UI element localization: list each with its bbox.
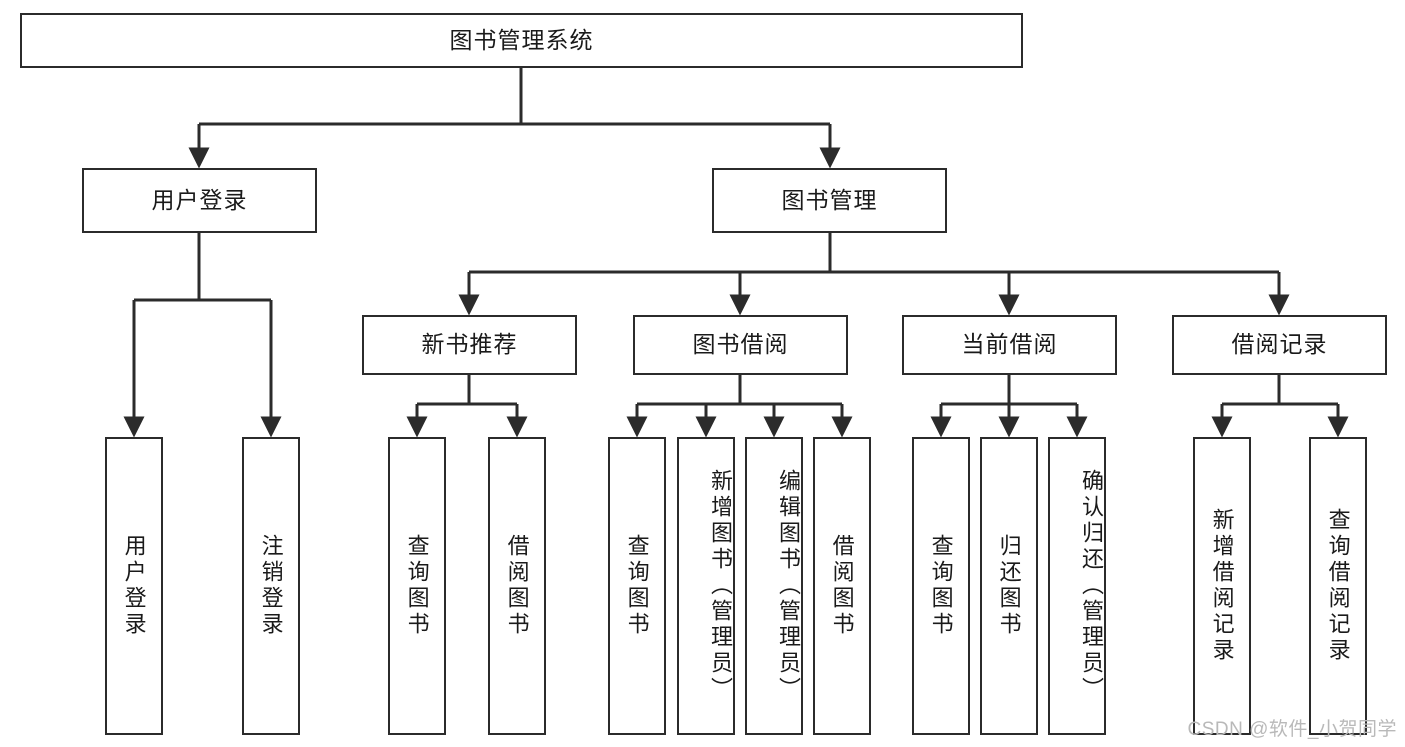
node-leaf-borrow-book-recommend[interactable]: 借阅图书 <box>488 437 546 735</box>
node-root-system[interactable]: 图书管理系统 <box>20 13 1023 68</box>
node-label: 图书管理系统 <box>449 26 594 53</box>
node-label: 查询图书 <box>928 534 954 638</box>
node-user-login[interactable]: 用户登录 <box>82 168 317 233</box>
node-label: 图书管理 <box>781 186 878 213</box>
node-label: 借阅图书 <box>504 534 530 638</box>
node-leaf-confirm-return[interactable]: 确认归还（管理员） <box>1048 437 1106 735</box>
node-leaf-user-logout[interactable]: 注销登录 <box>242 437 300 735</box>
node-current-borrow[interactable]: 当前借阅 <box>902 315 1117 375</box>
node-label: 借阅记录 <box>1231 331 1328 358</box>
node-leaf-add-borrow-record[interactable]: 新增借阅记录 <box>1193 437 1251 735</box>
node-label: 借阅图书 <box>829 534 855 638</box>
node-label: 当前借阅 <box>961 331 1058 358</box>
node-label: 注销登录 <box>258 534 284 638</box>
node-leaf-query-book-borrow[interactable]: 查询图书 <box>608 437 666 735</box>
node-leaf-add-book[interactable]: 新增图书（管理员） <box>677 437 735 735</box>
node-label: 新增借阅记录 <box>1209 508 1235 664</box>
node-label: 用户登录 <box>121 534 147 638</box>
node-leaf-user-login[interactable]: 用户登录 <box>105 437 163 735</box>
node-label: 确认归还（管理员） <box>1079 469 1104 703</box>
node-label: 查询图书 <box>404 534 430 638</box>
node-new-book-recommend[interactable]: 新书推荐 <box>362 315 577 375</box>
node-leaf-query-book-current[interactable]: 查询图书 <box>912 437 970 735</box>
node-label: 查询图书 <box>624 534 650 638</box>
csdn-watermark: CSDN @软件_小贺同学 <box>1187 719 1397 740</box>
node-label: 用户登录 <box>151 186 248 213</box>
node-book-management[interactable]: 图书管理 <box>712 168 947 233</box>
node-label: 归还图书 <box>996 534 1022 638</box>
node-leaf-query-borrow-record[interactable]: 查询借阅记录 <box>1309 437 1367 735</box>
node-label: 图书借阅 <box>692 331 789 358</box>
node-label: 新书推荐 <box>421 331 518 358</box>
node-leaf-query-book-recommend[interactable]: 查询图书 <box>388 437 446 735</box>
node-book-borrow[interactable]: 图书借阅 <box>633 315 848 375</box>
node-label: 查询借阅记录 <box>1325 508 1351 664</box>
node-borrow-record[interactable]: 借阅记录 <box>1172 315 1387 375</box>
node-label: 新增图书（管理员） <box>708 469 733 703</box>
node-leaf-borrow-book[interactable]: 借阅图书 <box>813 437 871 735</box>
node-leaf-return-book[interactable]: 归还图书 <box>980 437 1038 735</box>
node-leaf-edit-book[interactable]: 编辑图书（管理员） <box>745 437 803 735</box>
node-label: 编辑图书（管理员） <box>776 469 801 703</box>
